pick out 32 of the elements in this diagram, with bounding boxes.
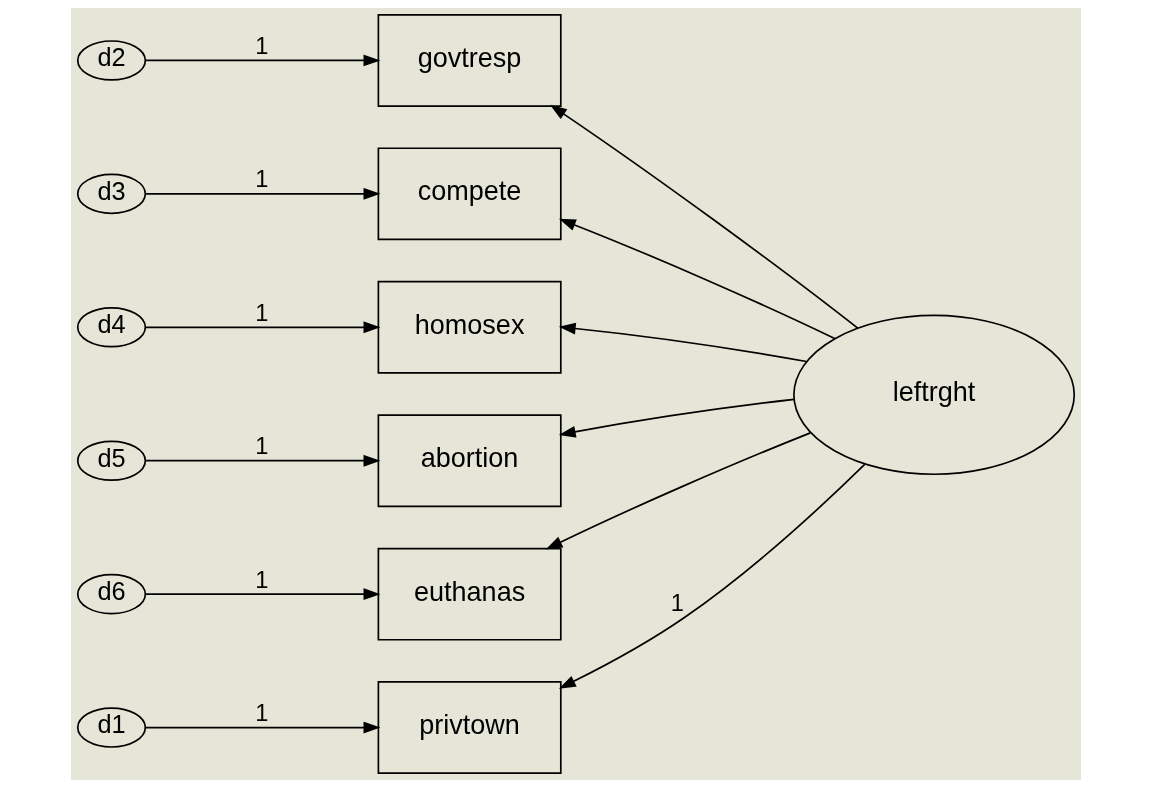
arrow (144, 454, 380, 467)
edge-label: 1 (254, 566, 268, 593)
node-ellipse: d6 (76, 573, 146, 615)
arrow (558, 218, 835, 340)
arrow (144, 187, 380, 200)
node-box: privtown (377, 681, 562, 774)
node-box: euthanas (377, 547, 562, 641)
node-box: abortion (377, 414, 562, 508)
node-box: compete (377, 147, 562, 241)
arrow (545, 432, 811, 550)
arrow (144, 54, 380, 67)
edge-label: 1 (670, 590, 684, 617)
arrow (144, 321, 380, 334)
node-ellipse: d2 (76, 40, 146, 81)
arrow (549, 104, 859, 330)
node-ellipse: d1 (76, 707, 146, 748)
edge-label: 1 (254, 433, 268, 460)
node-box: govtresp (377, 14, 562, 107)
node-ellipse: d4 (76, 307, 146, 348)
arrow (558, 463, 866, 689)
arrow (144, 588, 380, 601)
edge-label: 1 (254, 299, 268, 326)
node-ellipse: d5 (76, 440, 146, 481)
node-ellipse: d3 (76, 173, 146, 215)
arrow (558, 398, 795, 438)
arrow (144, 721, 380, 734)
node-ellipse: leftrght (792, 314, 1075, 476)
edge-label: 1 (254, 700, 268, 727)
node-box: homosex (377, 280, 562, 374)
arrow (558, 322, 807, 363)
edge-label: 1 (254, 166, 268, 193)
edge-label: 1 (254, 33, 268, 60)
